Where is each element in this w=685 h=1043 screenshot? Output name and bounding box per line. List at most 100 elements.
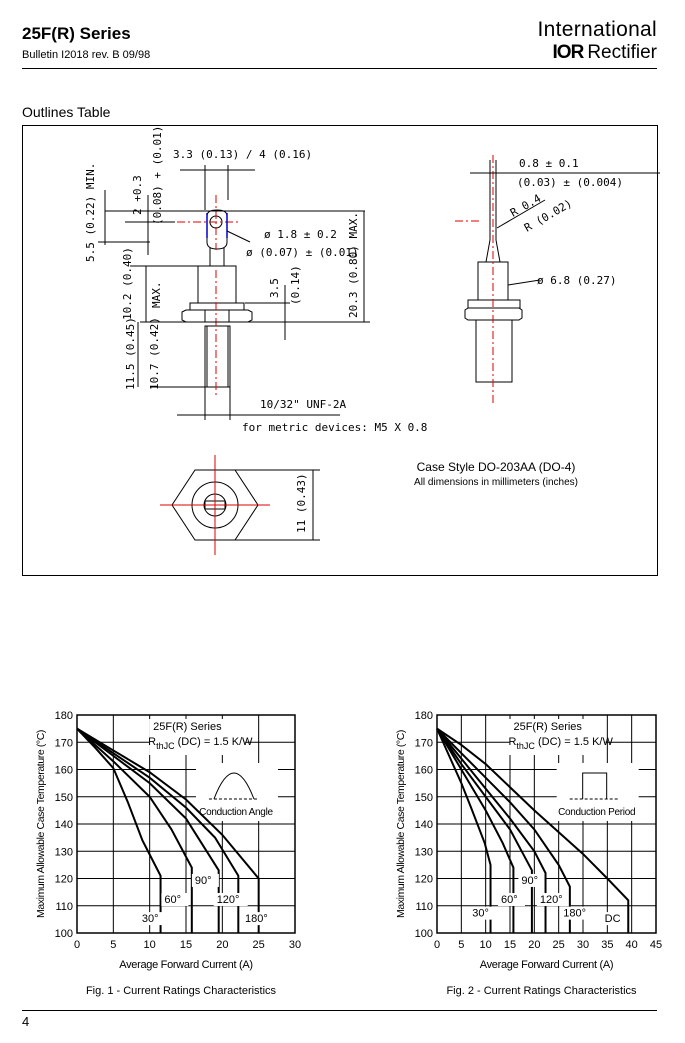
- dim-lug-min: 5.5 (0.22) MIN.: [84, 163, 97, 262]
- curve-label: 120°: [540, 894, 563, 906]
- y-axis-label: Maximum Allowable Case Temperature (°C): [395, 730, 407, 918]
- bulletin-info: Bulletin I2018 rev. B 09/98: [22, 49, 151, 61]
- document-title: 25F(R) Series: [22, 24, 131, 43]
- y-tick-label: 120: [55, 874, 73, 886]
- curve-label-background: [242, 912, 277, 926]
- curve-label: 180°: [563, 908, 586, 920]
- x-tick-label: 15: [180, 939, 192, 951]
- y-tick-label: 150: [415, 792, 433, 804]
- curve-DC: [436, 727, 630, 933]
- curve-label: 90°: [195, 875, 212, 887]
- logo-ior-brand: IOR: [552, 42, 585, 63]
- y-tick-label: 110: [55, 901, 73, 913]
- x-tick-label: 40: [626, 939, 638, 951]
- x-tick-label: 25: [253, 939, 265, 951]
- curve-30°: [436, 728, 492, 933]
- dim-hole-offset-mm: 2 +0.3: [131, 175, 144, 215]
- series-annotation: 25F(R) Series: [513, 721, 582, 733]
- x-tick-label: 35: [601, 939, 613, 951]
- side-view-drawing: [98, 165, 370, 420]
- outline-drawing-frame: [22, 125, 658, 576]
- y-axis-label: Maximum Allowable Case Temperature (°C): [35, 730, 47, 918]
- x-tick-label: 10: [144, 939, 156, 951]
- curve-label-background: [601, 912, 622, 926]
- metric-spec: for metric devices: M5 X 0.8: [242, 421, 427, 434]
- curve-label: 60°: [501, 894, 518, 906]
- curve-label-background: [138, 912, 166, 926]
- annotation-background: [149, 719, 246, 755]
- curve-30°: [76, 727, 162, 933]
- conduction-waveform-icon: [582, 772, 608, 799]
- x-tick-label: 30: [289, 939, 301, 951]
- curve-label: 120°: [217, 894, 240, 906]
- y-tick-label: 110: [415, 901, 433, 913]
- x-tick-label: 10: [480, 939, 492, 951]
- logo-rectifier-text: Rectifier: [587, 42, 657, 63]
- curve-label-background: [469, 906, 497, 920]
- curve-label: 90°: [521, 875, 538, 887]
- inset-background: [195, 763, 278, 821]
- curve-label: DC: [605, 913, 621, 925]
- x-tick-label: 20: [528, 939, 540, 951]
- dim-body-diameter: ø 6.8 (0.27): [537, 274, 616, 287]
- dim-hole-dia-mm: ø 1.8 ± 0.2: [264, 228, 337, 241]
- dim-thread-length-2: 10.7 (0.42): [148, 317, 161, 390]
- front-view-drawing: [455, 155, 660, 405]
- case-style: Case Style DO-203AA (DO-4): [417, 460, 576, 474]
- curve-label: 30°: [142, 913, 159, 925]
- plot-frame: [76, 714, 296, 934]
- y-tick-label: 170: [415, 737, 433, 749]
- y-tick-label: 170: [55, 737, 73, 749]
- units-note: All dimensions in millimeters (inches): [414, 477, 578, 488]
- hex-bottom-view: [160, 455, 320, 555]
- curve-label-background: [518, 873, 546, 887]
- inset-label: Conduction Angle: [199, 807, 273, 818]
- x-axis-label: Average Forward Current (A): [119, 959, 253, 971]
- curve-label: 60°: [164, 894, 181, 906]
- dim-hole-offset-in: (0.08) + (0.01): [151, 126, 164, 225]
- curve-label-background: [191, 873, 219, 887]
- logo-international: International: [537, 18, 657, 41]
- curve-label-background: [213, 893, 248, 907]
- section-title: Outlines Table: [22, 104, 111, 120]
- page-number: 4: [22, 1014, 30, 1029]
- dim-lead-mm: 0.8 ± 0.1: [519, 157, 579, 170]
- y-tick-label: 150: [55, 792, 73, 804]
- inset-label: Conduction Period: [558, 807, 635, 818]
- annotation-background: [509, 719, 606, 755]
- x-tick-label: 5: [110, 939, 116, 951]
- dim-lug-width: 3.3 (0.13) / 4 (0.16): [173, 148, 312, 161]
- rth-annotation: RthJC (DC) = 1.5 K/W: [508, 736, 613, 751]
- x-tick-label: 0: [434, 939, 440, 951]
- x-axis-label: Average Forward Current (A): [480, 959, 614, 971]
- y-tick-label: 180: [55, 710, 73, 722]
- curve-label: 30°: [472, 908, 489, 920]
- curve-60°: [76, 727, 193, 933]
- dim-lead-in: (0.03) ± (0.004): [517, 176, 623, 189]
- figure-caption: Fig. 1 - Current Ratings Characteristics: [86, 985, 277, 997]
- y-tick-label: 100: [415, 928, 433, 940]
- figure-caption: Fig. 2 - Current Ratings Characteristics: [446, 985, 637, 997]
- y-tick-label: 180: [415, 710, 433, 722]
- curve-180°: [436, 727, 571, 933]
- curve-label-background: [536, 893, 571, 907]
- curve-120°: [436, 727, 547, 933]
- dim-flange-mm: 3.5: [268, 278, 281, 298]
- dim-hole-dia-in: ø (0.07) ± (0.01): [246, 246, 359, 259]
- curve-label-background: [560, 906, 595, 920]
- footer-divider: [22, 1010, 657, 1011]
- x-tick-label: 25: [553, 939, 565, 951]
- x-tick-label: 45: [650, 939, 662, 951]
- y-tick-label: 160: [415, 765, 433, 777]
- y-tick-label: 130: [55, 846, 73, 858]
- curve-120°: [76, 727, 240, 933]
- x-tick-label: 20: [216, 939, 228, 951]
- rth-annotation: RthJC (DC) = 1.5 K/W: [148, 736, 253, 751]
- dim-hex: 11 (0.43): [295, 473, 308, 533]
- curve-90°: [76, 727, 220, 933]
- thread-spec: 10/32" UNF-2A: [260, 398, 346, 411]
- dim-body: 10.2 (0.40): [121, 247, 134, 320]
